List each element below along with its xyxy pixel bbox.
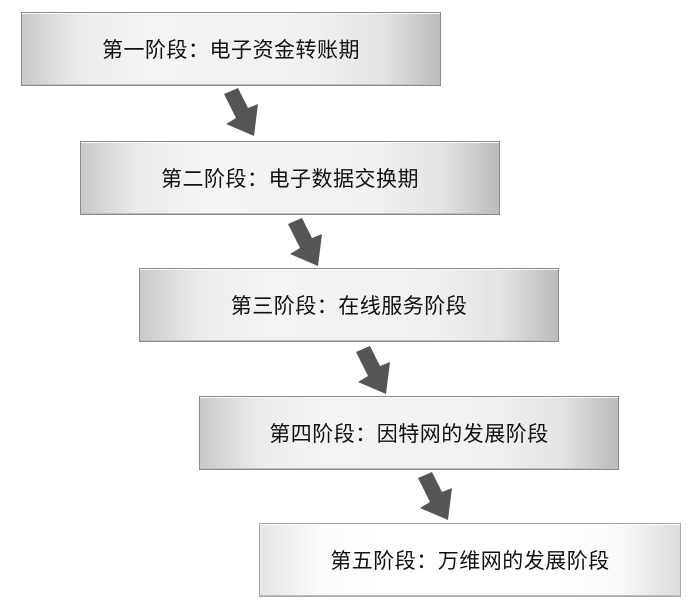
stage-box-3: 第三阶段：在线服务阶段	[139, 268, 559, 342]
stage-box-4: 第四阶段：因特网的发展阶段	[199, 396, 619, 470]
stage-box-1: 第一阶段：电子资金转账期	[21, 12, 441, 86]
down-right-arrow-icon-2	[288, 218, 322, 266]
stage-label-3: 第三阶段：在线服务阶段	[230, 294, 468, 318]
down-right-arrow-icon-1	[224, 88, 258, 136]
stage-label-5: 第五阶段：万维网的发展阶段	[330, 549, 610, 573]
stage-label-4: 第四阶段：因特网的发展阶段	[269, 422, 549, 446]
down-right-arrow-icon-4	[418, 472, 452, 520]
stage-box-2: 第二阶段：电子数据交换期	[80, 141, 500, 215]
down-right-arrow-icon-3	[356, 346, 390, 394]
stage-label-2: 第二阶段：电子数据交换期	[161, 167, 419, 191]
stage-box-5: 第五阶段：万维网的发展阶段	[259, 523, 681, 597]
stage-label-1: 第一阶段：电子资金转账期	[102, 38, 360, 62]
